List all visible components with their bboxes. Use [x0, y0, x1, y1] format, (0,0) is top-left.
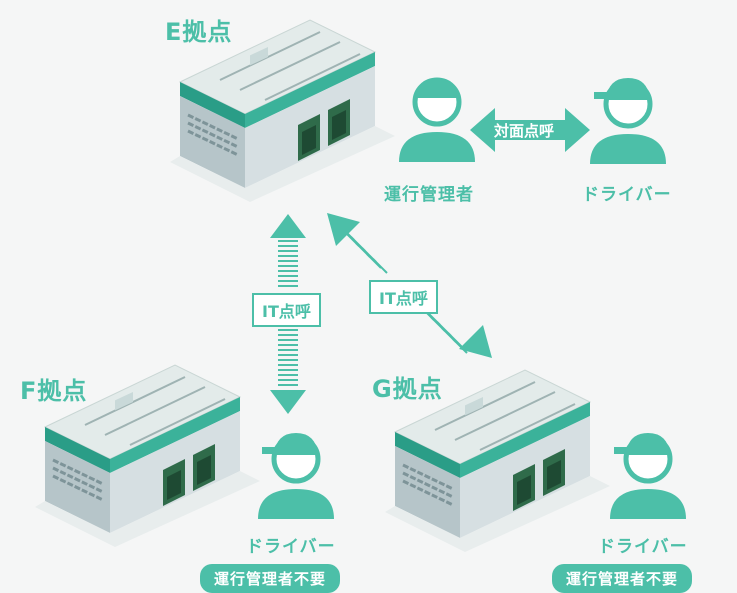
warehouse-e-icon [168, 18, 397, 204]
driver-f-icon [258, 433, 334, 519]
manager-label: 運行管理者 [384, 185, 474, 205]
driver-g-icon [610, 433, 686, 519]
it-label-ef: IT点呼 [252, 293, 321, 327]
site-e-label: E拠点 [165, 18, 233, 46]
face-to-face-arrow [470, 108, 590, 152]
driver-e-label: ドライバー [582, 185, 672, 205]
no-manager-badge-g: 運行管理者不要 [552, 564, 693, 593]
it-arrow-ef [270, 214, 306, 414]
driver-g-label: ドライバー [598, 537, 688, 557]
driver-f-label: ドライバー [246, 537, 336, 557]
site-g-label: G拠点 [372, 375, 443, 403]
it-label-eg: IT点呼 [369, 280, 438, 314]
manager-icon [399, 78, 475, 162]
no-manager-badge-f: 運行管理者不要 [200, 564, 341, 593]
site-f-label: F拠点 [20, 377, 88, 405]
driver-e-icon [590, 78, 666, 164]
face-to-face-label: 対面点呼 [494, 122, 555, 140]
it-arrow-eg [327, 213, 492, 358]
